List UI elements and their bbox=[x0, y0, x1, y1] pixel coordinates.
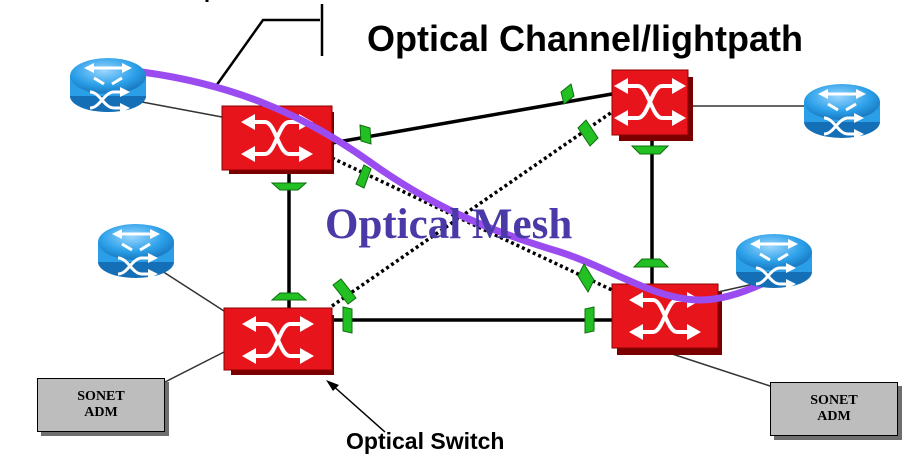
router-icon bbox=[736, 234, 812, 291]
switch-pointer-arrow bbox=[330, 383, 386, 433]
connector-icon bbox=[577, 119, 599, 147]
lightpath-label: Optical Channel/lightpath bbox=[367, 18, 804, 59]
optical-switch-bottom-left bbox=[223, 307, 334, 375]
switch-pointer-arrowhead bbox=[326, 380, 339, 391]
connector-icon bbox=[560, 83, 575, 105]
adm-link-right bbox=[659, 349, 771, 387]
adm-line2: ADM bbox=[817, 409, 851, 424]
connector-icon bbox=[342, 306, 353, 334]
adm-line1: SONET bbox=[810, 393, 858, 408]
lightpath-curve bbox=[138, 68, 774, 304]
router-icon bbox=[70, 58, 146, 115]
connector-icon bbox=[355, 164, 372, 189]
connector-icon bbox=[332, 278, 357, 305]
connectors bbox=[270, 83, 670, 334]
optical-switch-label: Optical Switch bbox=[346, 428, 505, 454]
mesh-label: Optical Mesh bbox=[325, 201, 573, 248]
optical-switch-top-left bbox=[221, 105, 334, 174]
adm-link-left bbox=[162, 350, 227, 384]
mesh-link-diagonal-up bbox=[331, 110, 613, 308]
connector-icon bbox=[359, 124, 372, 145]
mesh-link-top bbox=[331, 92, 613, 145]
connector-icon bbox=[270, 182, 308, 191]
connector-icon bbox=[632, 258, 670, 268]
connector-icon bbox=[577, 262, 595, 294]
router-icon bbox=[98, 224, 174, 281]
sonet-adm-right: SONET ADM bbox=[770, 382, 898, 436]
connector-icon bbox=[630, 145, 670, 155]
router-link-top-left bbox=[141, 101, 223, 118]
adm-line2: ADM bbox=[84, 405, 118, 420]
connector-icon bbox=[270, 292, 308, 301]
callout-leader bbox=[214, 18, 320, 87]
connector-icon bbox=[584, 306, 595, 334]
router-icon bbox=[804, 84, 880, 141]
optical-switch-top-right bbox=[611, 69, 693, 141]
adm-line1: SONET bbox=[77, 389, 125, 404]
sonet-adm-left: SONET ADM bbox=[37, 378, 165, 432]
